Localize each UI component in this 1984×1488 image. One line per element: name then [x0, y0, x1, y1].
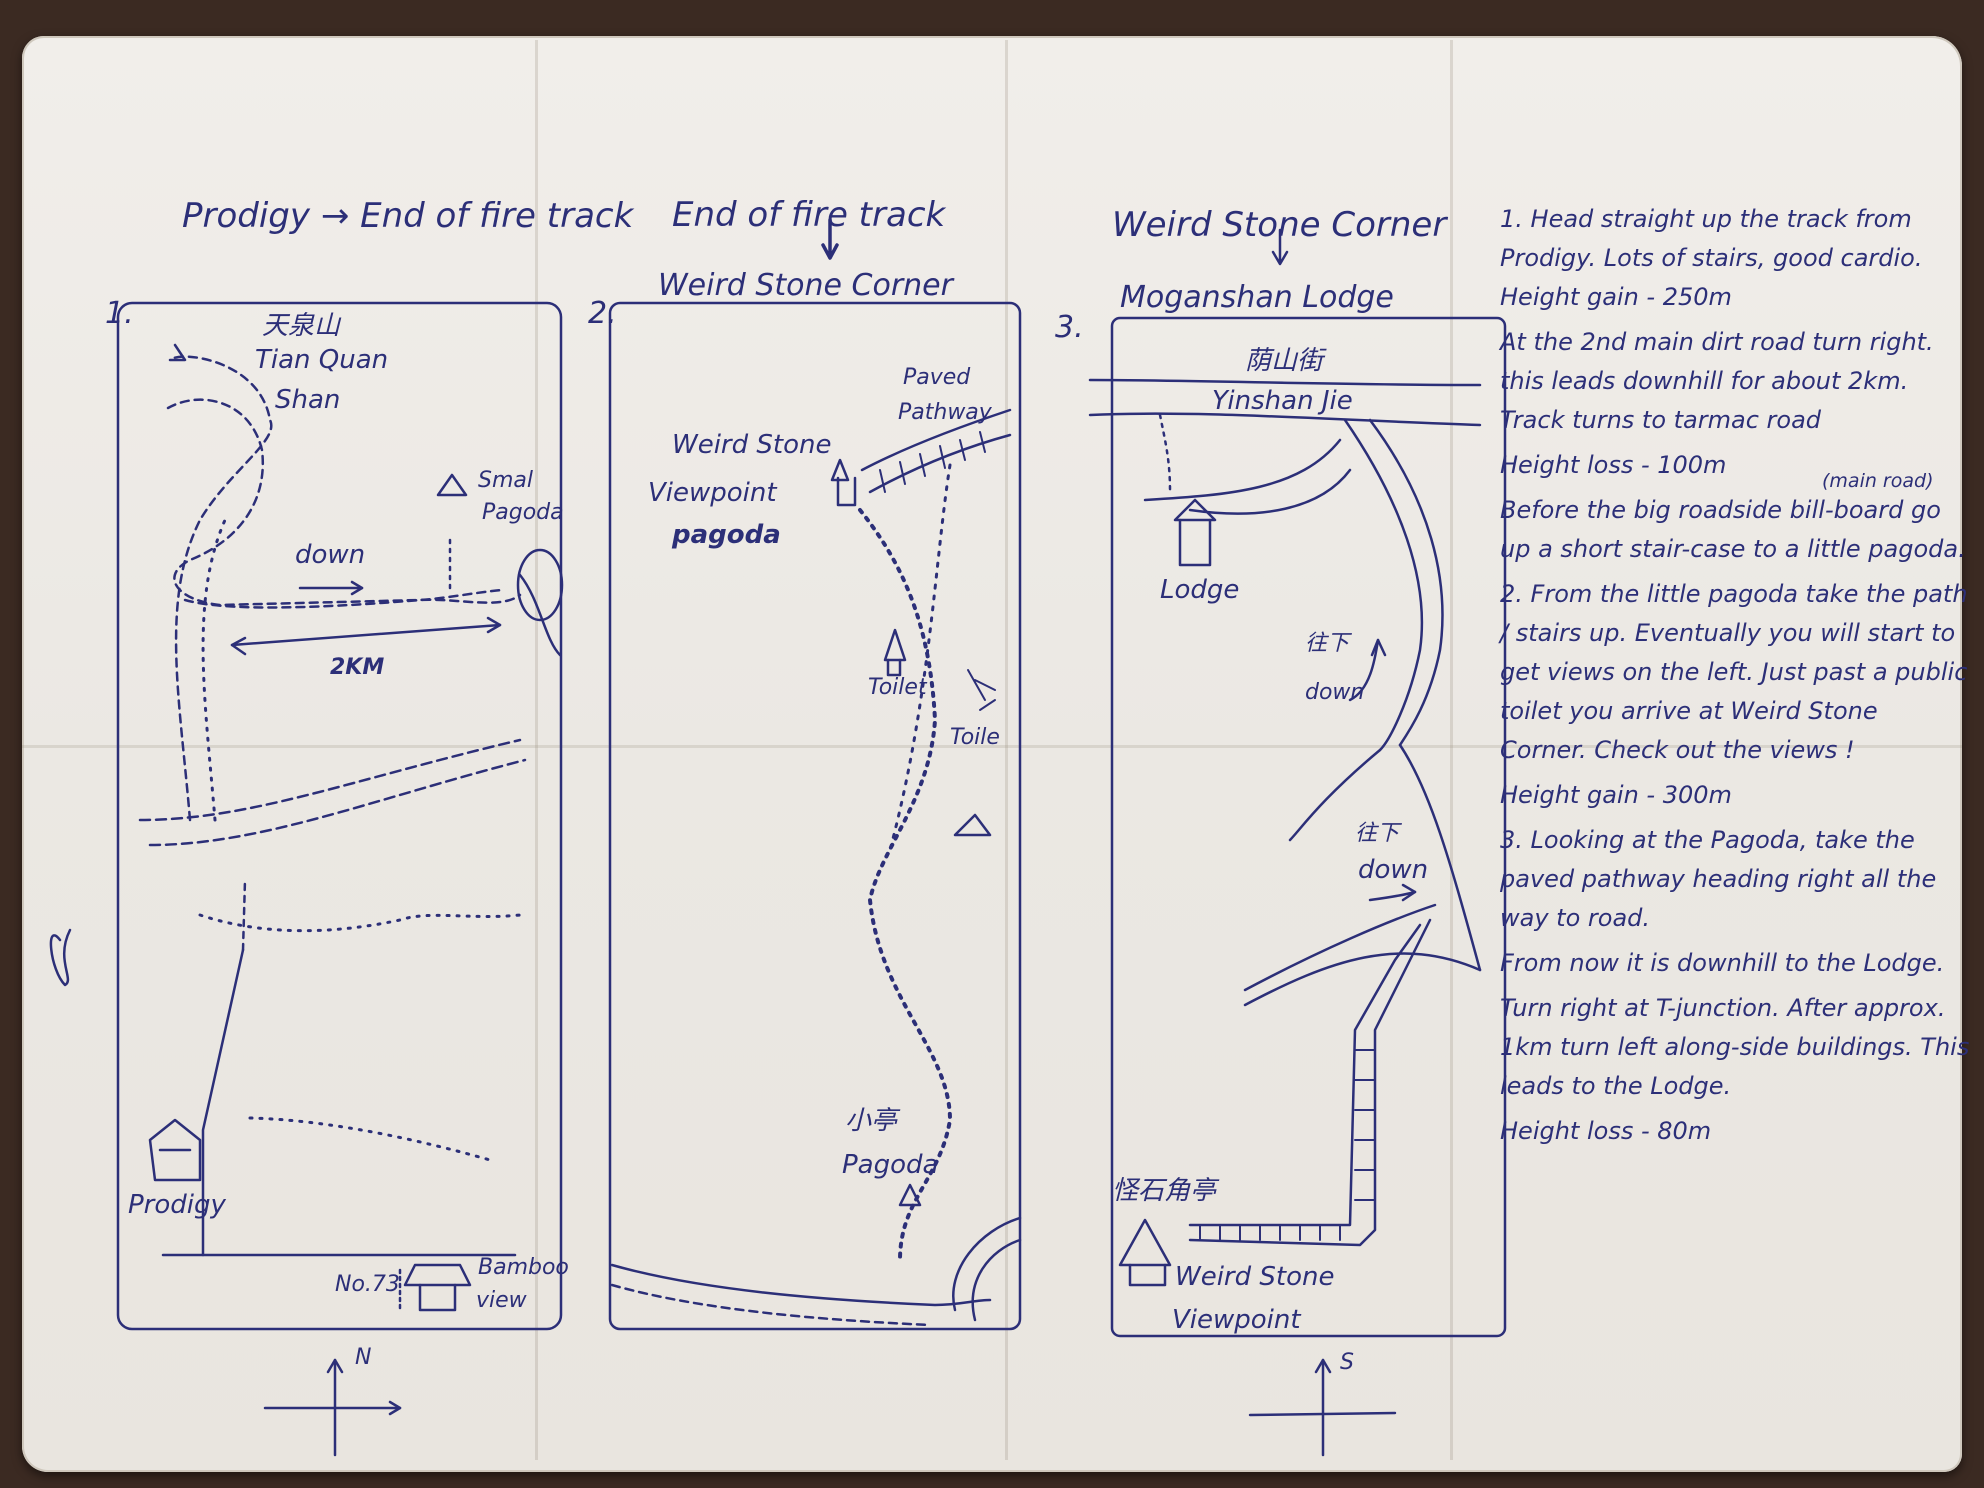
weird-stone-viewpoint-label-2: Viewpoint	[648, 478, 777, 508]
note-step-3b: From now it is downhill to the Lodge.	[1500, 949, 1945, 977]
distance-label: 2KM	[330, 655, 385, 680]
down-label-cn-2: 往下	[1355, 821, 1400, 846]
small-pagoda-label-2: Pagoda	[482, 500, 564, 525]
note-step-2: 2. From the little pagoda take the path …	[1500, 580, 1968, 764]
bamboo-view-label-2: view	[476, 1288, 527, 1313]
prodigy-label: Prodigy	[128, 1190, 226, 1220]
track-prodigy	[201, 948, 245, 1257]
panel2-heading: End of fire track	[672, 195, 946, 235]
compass-s-label: S	[1340, 1350, 1354, 1375]
note-step-1d: Before the big roadside bill-board go up…	[1500, 496, 1966, 563]
little-pagoda-cn: 小亭	[845, 1106, 898, 1136]
street-name-cn: 荫山街	[1245, 346, 1324, 376]
note-step-1: 1. Head straight up the track from Prodi…	[1500, 205, 1923, 311]
viewpoint-label: Weird Stone	[1175, 1262, 1335, 1292]
fold-line	[22, 745, 1962, 748]
panel3-number: 3.	[1055, 310, 1084, 345]
peak-name-en-2: Shan	[275, 385, 341, 415]
peak-name-cn: 天泉山	[262, 311, 341, 341]
weird-stone-viewpoint-label: Weird Stone	[672, 430, 832, 460]
yinshan-jie-road	[1088, 378, 1482, 387]
bamboo-view-label: Bamboo	[478, 1255, 569, 1280]
fold-line	[1450, 40, 1453, 1460]
down-label: down	[1305, 680, 1365, 705]
note-step-3: 3. Looking at the Pagoda, take the paved…	[1500, 826, 1937, 932]
panel1-number: 1.	[105, 296, 134, 331]
panel3-frame	[1110, 316, 1507, 1338]
paved-pathway-label: Paved	[903, 365, 971, 390]
arrow-2km	[230, 623, 502, 647]
panel1-heading: Prodigy → End of fire track	[182, 196, 634, 236]
main-road-note: (main road)	[1822, 470, 1934, 492]
little-pagoda-label: Pagoda	[842, 1150, 939, 1180]
down-label-cn: 往下	[1305, 631, 1350, 656]
compass-n-label: N	[355, 1345, 372, 1370]
panel3-heading: Weird Stone Corner	[1112, 205, 1447, 245]
peak-name-en: Tian Quan	[255, 345, 389, 375]
paved-pathway-label-2: Pathway	[898, 400, 992, 425]
small-pagoda-label: Smal	[478, 468, 533, 493]
toilet-label: Toilet	[868, 675, 927, 700]
note-step-3d: Height loss - 80m	[1500, 1117, 1712, 1145]
panel2-number: 2.	[588, 296, 617, 331]
note-step-2b: Height gain - 300m	[1500, 781, 1732, 809]
stray-squiggle	[49, 928, 72, 987]
panel3-subheading: Moganshan Lodge	[1120, 280, 1394, 315]
toilet-label-2: Toile	[950, 725, 1000, 750]
viewpoint-cn: 怪石角亭	[1112, 1176, 1217, 1206]
down-label: down	[295, 540, 366, 570]
weird-stone-viewpoint-label-3: pagoda	[672, 520, 781, 550]
street-name-en: Yinshan Jie	[1212, 386, 1353, 416]
viewpoint-label-2: Viewpoint	[1172, 1305, 1301, 1335]
fold-line	[535, 40, 538, 1460]
note-step-3c: Turn right at T-junction. After approx. …	[1500, 994, 1970, 1100]
directions-notes: 1. Head straight up the track from Prodi…	[1500, 200, 1970, 1157]
panel2-frame	[608, 301, 1022, 1331]
note-step-1b: At the 2nd main dirt road turn right. th…	[1500, 328, 1934, 434]
panel2-subheading: Weird Stone Corner	[658, 268, 953, 303]
fold-line	[1005, 40, 1008, 1460]
panel1-frame	[116, 301, 563, 1331]
lodge-label: Lodge	[1160, 575, 1240, 605]
note-step-1c: Height loss - 100m	[1500, 451, 1727, 479]
house-number-label: No.73	[335, 1272, 400, 1297]
down-label-2: down	[1358, 855, 1429, 885]
